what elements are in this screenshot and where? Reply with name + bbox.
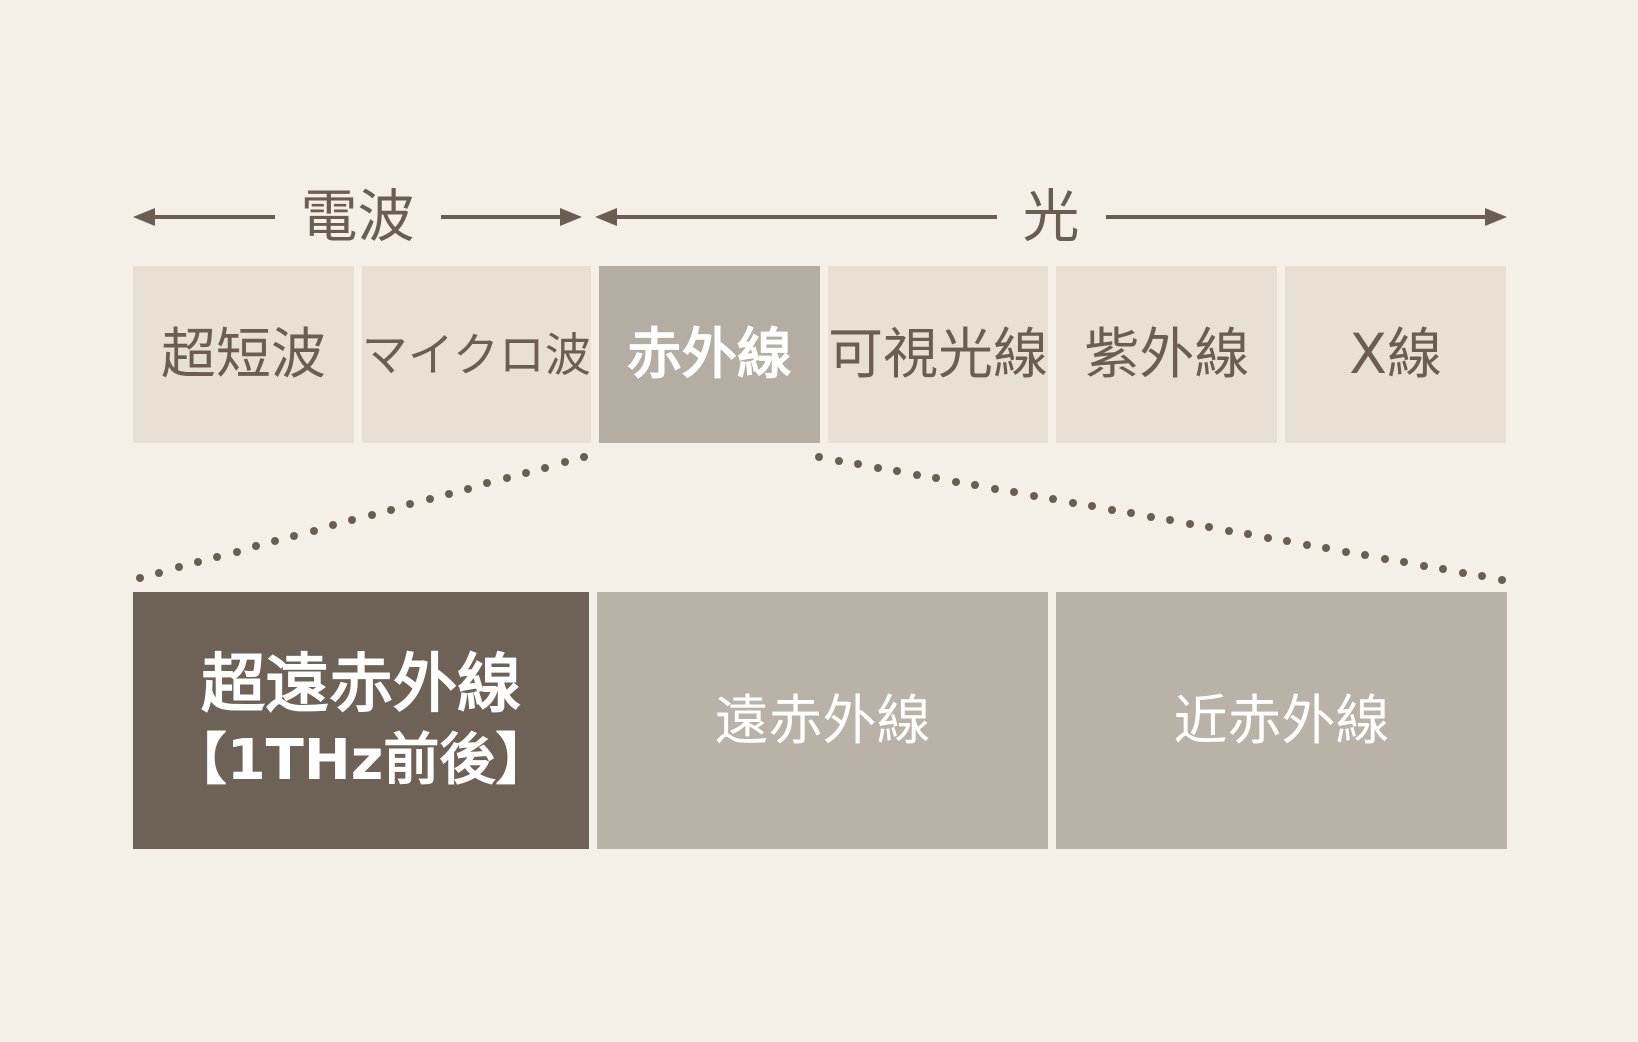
arrow-line bbox=[155, 215, 275, 219]
arrow-left-icon bbox=[595, 208, 617, 226]
spectrum-block-label: 紫外線 bbox=[1084, 322, 1250, 386]
arrow-line bbox=[617, 215, 997, 219]
connector-dot bbox=[971, 481, 980, 490]
connector-dot bbox=[580, 453, 588, 461]
connector-dot bbox=[290, 531, 299, 540]
connector-dot bbox=[1419, 561, 1428, 570]
connector-dot bbox=[873, 463, 882, 472]
light-range-label: 光 bbox=[1022, 183, 1080, 250]
connector-dot bbox=[1244, 530, 1253, 539]
infrared-block-label: 遠赤外線 bbox=[714, 688, 931, 752]
connector-dot bbox=[1478, 572, 1487, 581]
arrow-right-icon bbox=[560, 208, 582, 226]
connector-dot bbox=[425, 495, 434, 504]
connector-dot bbox=[444, 489, 453, 498]
connector-dot bbox=[1380, 554, 1389, 563]
connector-dot bbox=[329, 521, 338, 530]
connector-dot bbox=[854, 460, 863, 469]
connector-dot bbox=[1205, 523, 1214, 532]
connector-dot bbox=[193, 558, 202, 567]
spectrum-block-xray: X線 bbox=[1285, 266, 1506, 443]
connector-dot bbox=[1341, 547, 1350, 556]
connector-dot bbox=[541, 463, 550, 472]
connector-dot bbox=[1439, 565, 1448, 574]
radio-range-label: 電波 bbox=[300, 183, 415, 250]
connector-dot bbox=[348, 516, 357, 525]
infrared-block-far: 遠赤外線 bbox=[597, 592, 1048, 849]
infrared-breakdown-row: 超遠赤外線 【1THz前後】 遠赤外線 近赤外線 bbox=[133, 592, 1507, 849]
connector-dot bbox=[406, 500, 415, 509]
connector-dot bbox=[990, 484, 999, 493]
connector-dot bbox=[1322, 544, 1331, 553]
connector-dot bbox=[464, 484, 473, 493]
connector-dot bbox=[912, 470, 921, 479]
arrow-right-icon bbox=[1485, 208, 1507, 226]
connector-dot bbox=[1049, 495, 1058, 504]
connector-dot bbox=[1263, 533, 1272, 542]
arrow-line bbox=[440, 215, 560, 219]
connector-dot bbox=[1302, 540, 1311, 549]
spectrum-band-row: 超短波 マイクロ波 赤外線 可視光線 紫外線 X線 bbox=[133, 266, 1506, 443]
connector-dot bbox=[367, 510, 376, 519]
connector-dot bbox=[834, 456, 843, 465]
connector-dot bbox=[1361, 551, 1370, 560]
spectrum-block-label: 可視光線 bbox=[828, 322, 1049, 386]
connector-dot bbox=[1458, 568, 1467, 577]
spectrum-block-vhf: 超短波 bbox=[133, 266, 354, 443]
connector-dot bbox=[1224, 526, 1233, 535]
spectrum-block-label: 超短波 bbox=[160, 322, 326, 386]
connector-dot bbox=[560, 458, 569, 467]
infrared-block-sublabel: 【1THz前後】 bbox=[170, 727, 552, 793]
connector-dot bbox=[232, 547, 241, 556]
spectrum-block-microwave: マイクロ波 bbox=[361, 266, 591, 443]
connector-dot bbox=[893, 467, 902, 476]
connector-dot bbox=[1400, 558, 1409, 567]
connector-dot bbox=[1166, 516, 1175, 525]
spectrum-block-infrared-highlighted: 赤外線 bbox=[598, 266, 820, 443]
light-range-arrow: 光 bbox=[595, 185, 1507, 249]
connector-dot bbox=[1146, 512, 1155, 521]
spectrum-block-ultraviolet: 紫外線 bbox=[1056, 266, 1278, 443]
arrow-left-icon bbox=[133, 208, 155, 226]
connector-dot bbox=[815, 453, 823, 461]
connector-dot bbox=[251, 542, 260, 551]
connector-dot bbox=[1010, 488, 1019, 497]
connector-dot bbox=[1127, 509, 1136, 518]
spectrum-block-label: マイクロ波 bbox=[361, 327, 591, 382]
connector-dot bbox=[1088, 502, 1097, 511]
connector-dot bbox=[213, 552, 222, 561]
connector-dot bbox=[1498, 576, 1506, 584]
arrow-line bbox=[1105, 215, 1485, 219]
radio-range-arrow: 電波 bbox=[133, 185, 582, 249]
infrared-block-ultra-far: 超遠赤外線 【1THz前後】 bbox=[133, 592, 589, 849]
connector-dot bbox=[1068, 498, 1077, 507]
connector-dot bbox=[522, 468, 531, 477]
connector-dot bbox=[1283, 537, 1292, 546]
connector-dot bbox=[1029, 491, 1038, 500]
connector-dot bbox=[1107, 505, 1116, 514]
spectrum-block-visible-light: 可視光線 bbox=[827, 266, 1049, 443]
connector-dot bbox=[386, 505, 395, 514]
connector-dot bbox=[1185, 519, 1194, 528]
spectrum-block-label: X線 bbox=[1349, 322, 1442, 386]
infrared-block-near: 近赤外線 bbox=[1056, 592, 1507, 849]
infrared-block-label: 近赤外線 bbox=[1173, 688, 1390, 752]
connector-dot bbox=[502, 474, 511, 483]
spectrum-block-label: 赤外線 bbox=[626, 322, 792, 386]
connector-dot bbox=[174, 563, 183, 572]
connector-dot bbox=[136, 574, 144, 582]
connector-dot bbox=[483, 479, 492, 488]
connector-dot bbox=[951, 477, 960, 486]
connector-dot bbox=[309, 526, 318, 535]
connector-dot bbox=[155, 568, 164, 577]
connector-dot bbox=[271, 537, 280, 546]
infrared-block-label: 超遠赤外線 bbox=[201, 647, 521, 722]
connector-dot bbox=[932, 474, 941, 483]
